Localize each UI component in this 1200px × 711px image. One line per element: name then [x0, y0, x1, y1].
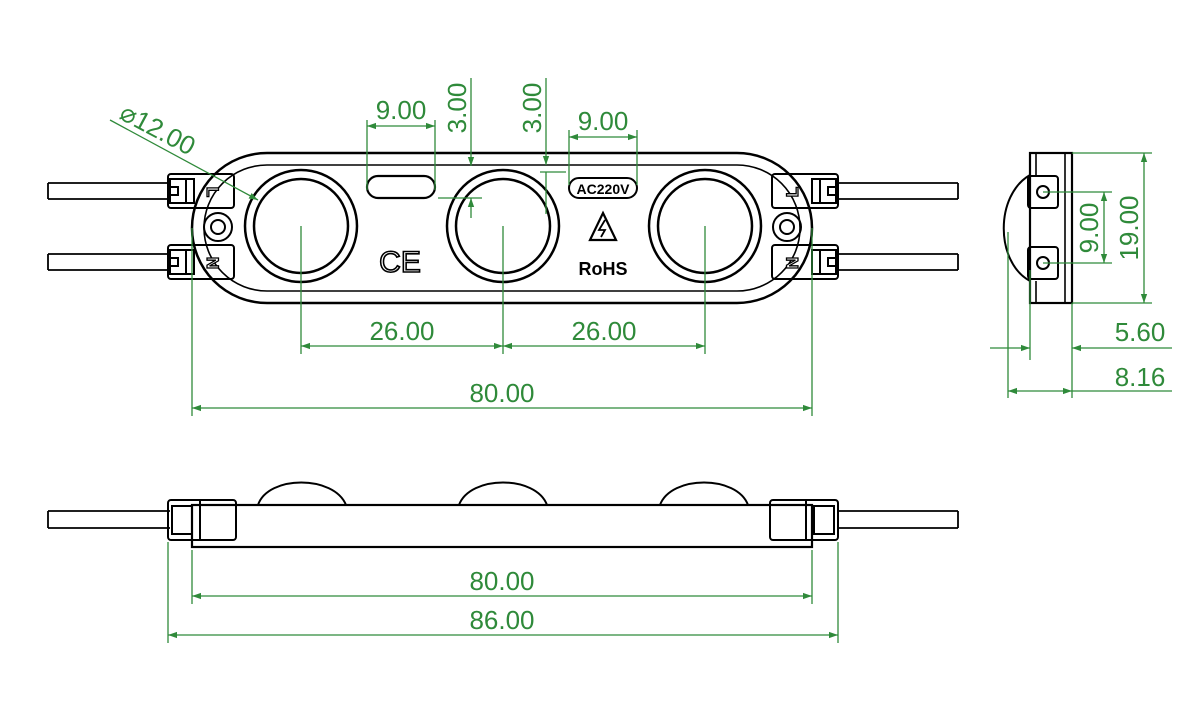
- front-housing: [190, 503, 814, 549]
- front-view-dimension-labels: 80.00 86.00: [469, 566, 534, 635]
- top-view-dimensions: [109, 78, 813, 416]
- rating-label-box: [568, 177, 638, 199]
- body-height-label: 19.00: [1114, 195, 1144, 260]
- ce-mark-icon: CE: [379, 246, 421, 279]
- lens-pitch-left-label: 26.00: [369, 316, 434, 346]
- screw-hole-right: [772, 212, 802, 242]
- terminal-right-line: [771, 173, 839, 209]
- front-view-wires: [47, 510, 959, 529]
- pin-label-neutral-right: N: [783, 257, 802, 269]
- front-lens-left: [257, 481, 347, 506]
- body-length-label: 80.00: [469, 378, 534, 408]
- side-housing: [1028, 151, 1074, 305]
- label-width-label: 9.00: [578, 106, 629, 136]
- pin-label-line-right: L: [783, 187, 802, 197]
- rohs-label: RoHS: [579, 259, 628, 279]
- side-view-dimensions: [990, 152, 1172, 398]
- slot-width-label: 9.00: [376, 95, 427, 125]
- screw-hole-left: [203, 212, 233, 242]
- front-view: [47, 481, 959, 549]
- front-lens-right: [659, 481, 749, 506]
- front-terminal-left: [167, 499, 237, 548]
- lens-diameter-leader: [109, 119, 259, 201]
- high-voltage-warning-icon: [588, 210, 618, 242]
- mounting-slot: [365, 174, 437, 200]
- front-terminal-right: [769, 499, 839, 548]
- hole-pitch-label: 9.00: [1074, 203, 1104, 254]
- side-lens-profile: [1002, 174, 1031, 282]
- terminal-left-neutral: [167, 244, 235, 280]
- lens-diameter-label: ⌀12.00: [115, 97, 200, 161]
- pin-label-line-left: L: [203, 187, 222, 197]
- front-view-dimensions: [167, 542, 839, 643]
- lens-pitch-right-label: 26.00: [571, 316, 636, 346]
- rating-label: AC220V: [577, 181, 631, 197]
- terminal-left-line: [167, 173, 235, 209]
- front-lens-center: [458, 481, 548, 506]
- side-view-dimension-labels: 9.00 19.00 5.60 8.16: [1074, 195, 1165, 392]
- top-view-markings: AC220V RoHS CE L N L N: [202, 181, 802, 280]
- side-view: [1002, 151, 1074, 305]
- top-view-wires: [47, 182, 959, 271]
- pin-label-neutral-left: N: [203, 257, 222, 269]
- total-thickness-label: 8.16: [1115, 362, 1166, 392]
- overall-length-label: 86.00: [469, 605, 534, 635]
- slot-offset-label: 3.00: [442, 83, 472, 134]
- lens-offset-label: 3.00: [517, 83, 547, 134]
- base-thickness-label: 5.60: [1115, 317, 1166, 347]
- front-body-length-label: 80.00: [469, 566, 534, 596]
